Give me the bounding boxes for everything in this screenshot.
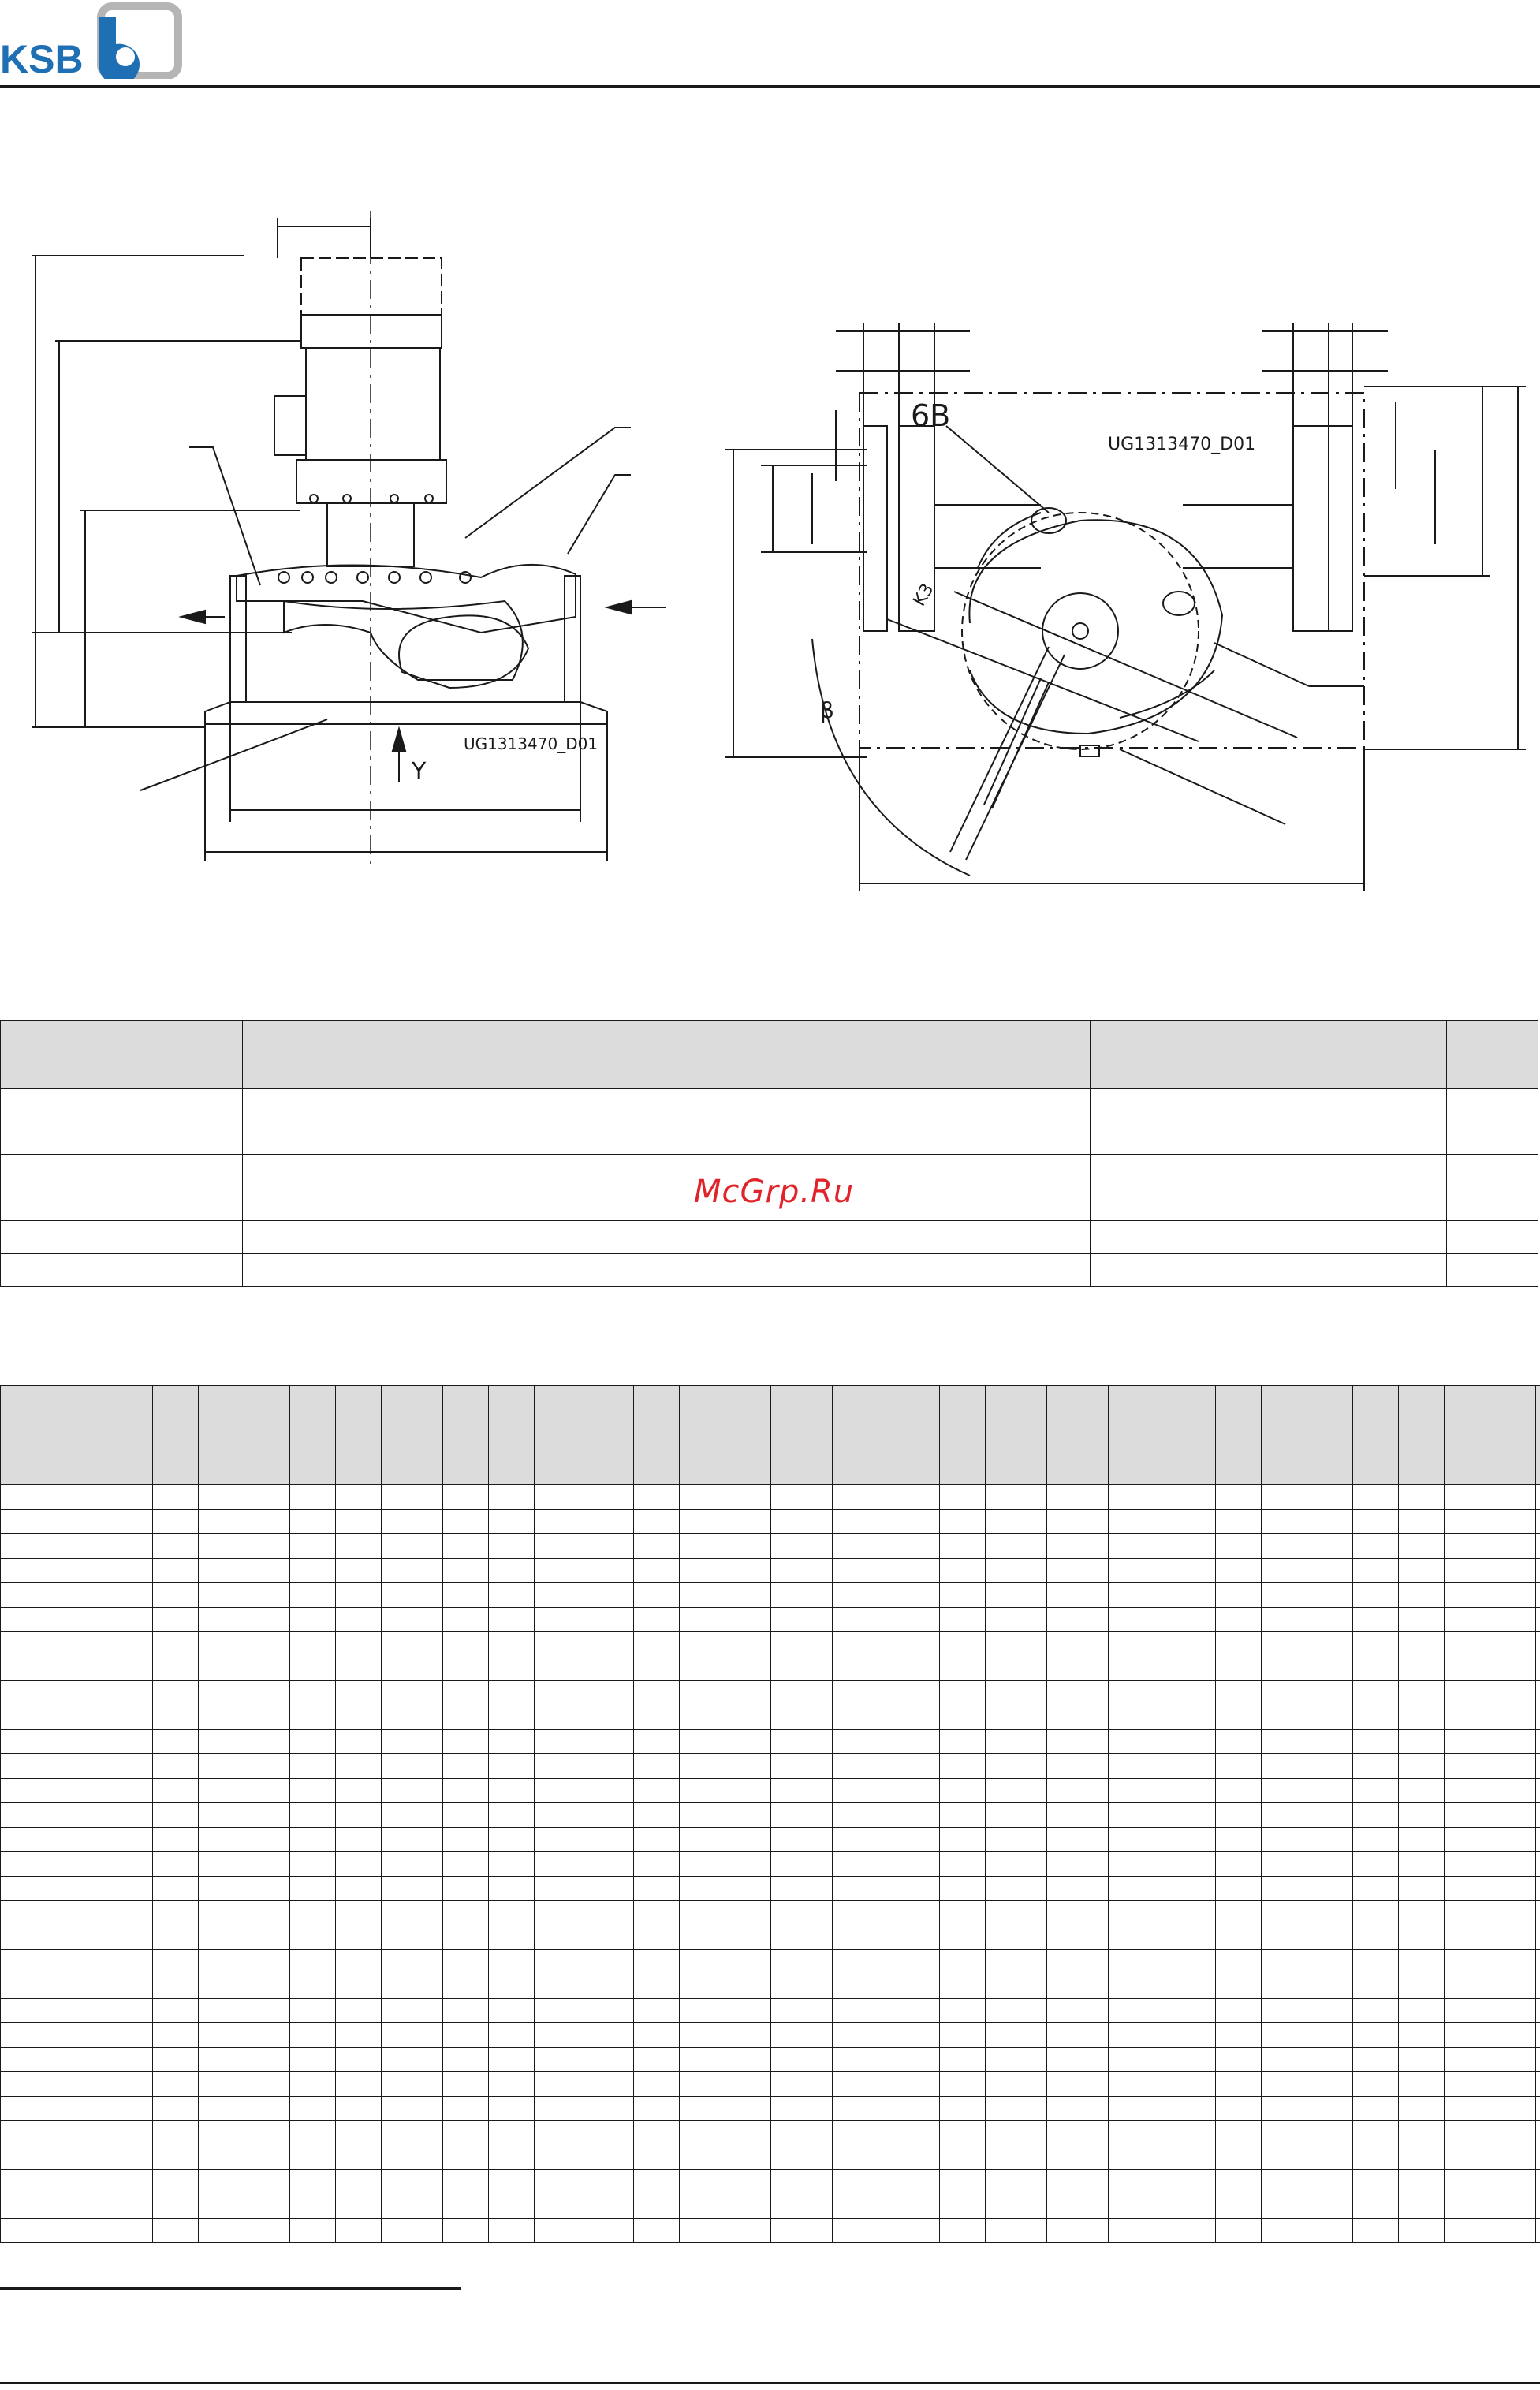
- label-y: Y: [411, 758, 427, 786]
- table-row: [0, 1484, 1540, 1510]
- table-row: [0, 1509, 1540, 1534]
- pump-plan-view-drawing: β K3 6B UG1313470_D01: [725, 323, 1526, 891]
- table-header-row: [0, 1385, 1540, 1485]
- table-row: [0, 1533, 1540, 1559]
- table-row: [0, 1753, 1540, 1779]
- logo-b-shape: [99, 17, 140, 79]
- table-row: [0, 2218, 1540, 2243]
- table-row: [0, 2071, 1540, 2097]
- drawing-code-left: UG1313470_D01: [464, 734, 598, 753]
- watermark-text: McGrp.Ru: [694, 1174, 855, 1210]
- dimension-table-bottom: [0, 1385, 1540, 2243]
- table-row: [0, 2169, 1540, 2194]
- pump-side-view-drawing: Y UG1313470_D01: [32, 211, 666, 869]
- table-row: [0, 1998, 1540, 2023]
- table-row: [0, 1680, 1540, 1705]
- ksb-logo-text: KSB: [0, 37, 84, 79]
- drawing-code-right: UG1313470_D01: [1108, 435, 1255, 454]
- table-row: [0, 1851, 1540, 1877]
- table-row: [0, 1729, 1540, 1754]
- table-row: [0, 1253, 1538, 1287]
- dimension-table-top: [0, 1020, 1538, 1287]
- table-row: [0, 1631, 1540, 1656]
- table-row: [0, 1802, 1540, 1828]
- ksb-logo: KSB: [0, 2, 182, 79]
- table-row: [0, 2145, 1540, 2170]
- table-row: [0, 1778, 1540, 1803]
- footer-rule: [0, 2382, 1540, 2384]
- table-row: [0, 1974, 1540, 1999]
- table-row: [0, 1876, 1540, 1901]
- table-row: [0, 1900, 1540, 1925]
- table-row: [0, 1582, 1540, 1608]
- table-row: [0, 1220, 1538, 1254]
- table-row: [0, 1925, 1540, 1950]
- table-row: [0, 2096, 1540, 2121]
- table-row: [0, 1088, 1538, 1155]
- table-row: [0, 1827, 1540, 1852]
- table-row: [0, 1558, 1540, 1583]
- callout-6b: 6B: [911, 398, 950, 433]
- table-header-row: [0, 1020, 1538, 1089]
- table-row: [0, 2120, 1540, 2145]
- table-row: [0, 1656, 1540, 1681]
- table-row: [0, 2194, 1540, 2219]
- table-row: [0, 1607, 1540, 1632]
- table-row: [0, 2047, 1540, 2072]
- header-rule: [0, 85, 1540, 88]
- footnote-rule: [0, 2287, 461, 2290]
- table-row: [0, 1949, 1540, 1974]
- table-row: [0, 1705, 1540, 1730]
- label-beta: β: [820, 697, 834, 723]
- table-row: [0, 2022, 1540, 2048]
